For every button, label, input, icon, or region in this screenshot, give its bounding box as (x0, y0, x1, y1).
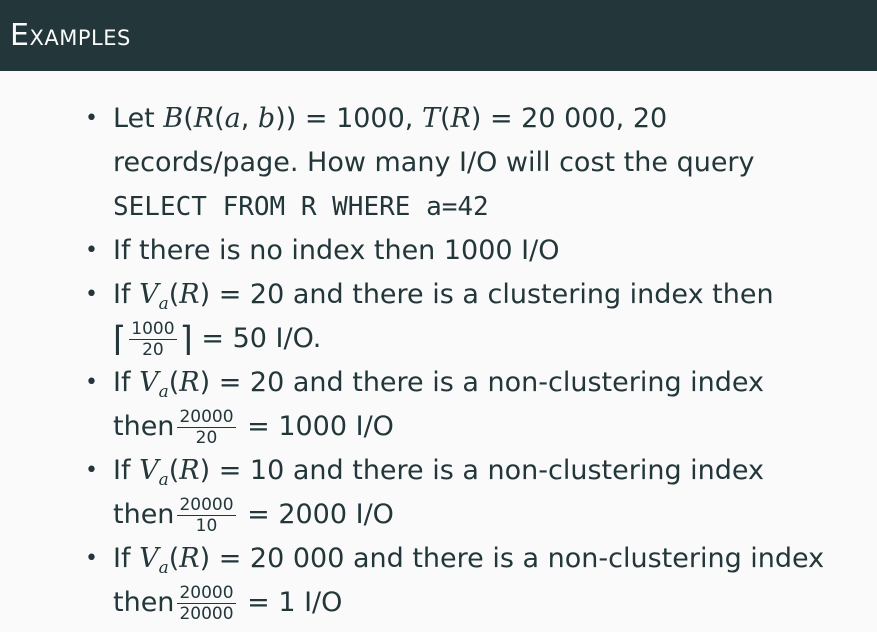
bullet-dot: • (85, 458, 98, 483)
slide-title: Examples (10, 18, 131, 53)
bullet-dot: • (85, 546, 98, 571)
bullet-dot: • (85, 238, 98, 263)
bullet-dot: • (85, 370, 98, 395)
bullet-dot: • (85, 282, 98, 307)
sql-query: SELECT FROM R WHERE a=42 (113, 192, 489, 222)
math-line: If Va(R) = 20 and there is a clustering … (113, 279, 774, 314)
math-line: If Va(R) = 20 000 and there is a non-clu… (113, 543, 825, 578)
math-line: Let B(R(a, b)) = 1000, T(R) = 20 000, 20 (113, 103, 668, 134)
slide-header: Examples (0, 0, 877, 71)
text-line: records/page. How many I/O will cost the… (113, 147, 755, 178)
math-line: If Va(R) = 10 and there is a non-cluster… (113, 455, 765, 490)
text-line: If there is no index then 1000 I/O (113, 235, 560, 266)
math-line: If Va(R) = 20 and there is a non-cluster… (113, 367, 765, 402)
bullet-dot: • (85, 106, 98, 131)
